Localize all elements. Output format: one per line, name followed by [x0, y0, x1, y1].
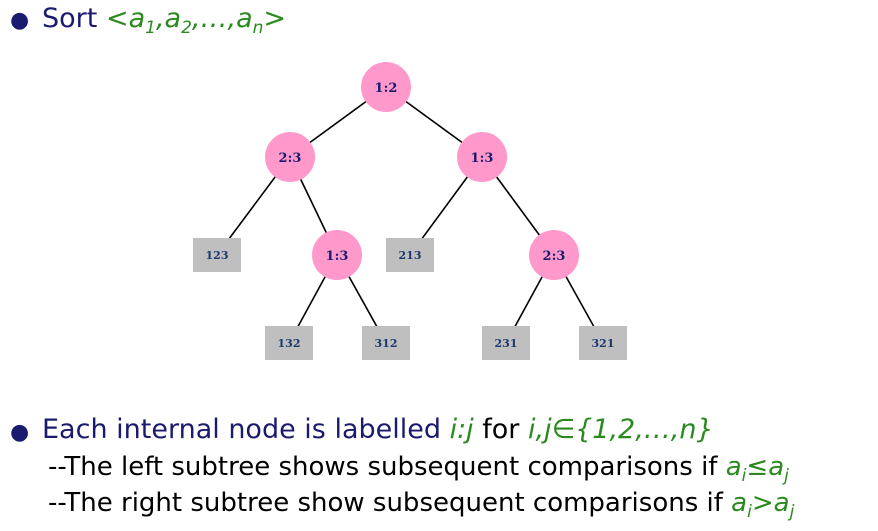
leaf-label: 132	[278, 337, 301, 350]
leaf-box	[193, 238, 241, 272]
internal-node-label: 2:3	[279, 151, 302, 166]
leaf-box	[362, 326, 410, 360]
internal-node-label: 1:2	[375, 81, 398, 96]
tree-internal-nodes: 1:2 2:3 1:3 1:3 2:3	[265, 62, 579, 280]
leaf-label: 321	[592, 337, 615, 350]
explanation-line-2: --The left subtree shows subsequent comp…	[48, 452, 789, 486]
leaf-label: 213	[399, 249, 422, 262]
ij-label: i:j	[449, 414, 474, 445]
bullet-sort: ●	[10, 8, 30, 33]
internal-node	[361, 62, 411, 112]
sort-word: Sort	[42, 3, 98, 34]
right-condition: ai>aj	[731, 488, 795, 522]
internal-node	[265, 132, 315, 182]
internal-node-label: 1:3	[471, 151, 494, 166]
sequence-expression: <a1,a2,…,an>	[105, 3, 287, 38]
leaf-box	[265, 326, 313, 360]
leaf-label: 312	[375, 337, 398, 350]
leaf-label: 123	[206, 249, 229, 262]
bullet-explanation: ●	[10, 420, 30, 445]
leaf-box	[386, 238, 434, 272]
internal-node-label: 1:3	[326, 249, 349, 264]
leaf-box	[482, 326, 530, 360]
internal-node	[312, 230, 362, 280]
left-condition: ai≤aj	[725, 452, 789, 486]
tree-edges	[216, 86, 604, 344]
leaf-label: 231	[495, 337, 518, 350]
sort-heading: Sort <a1,a2,…,an>	[42, 3, 286, 38]
explanation-line-1: Each internal node is labelled i:j for i…	[42, 414, 714, 445]
internal-node	[457, 132, 507, 182]
leaf-box	[579, 326, 627, 360]
tree-leaves: 123 213 132 312 231 321	[193, 238, 627, 360]
set-expression: i,j∈{1,2,…,n}	[527, 414, 714, 445]
internal-node-label: 2:3	[543, 249, 566, 264]
explanation-line-3: --The right subtree show subsequent comp…	[48, 488, 795, 522]
internal-node	[529, 230, 579, 280]
